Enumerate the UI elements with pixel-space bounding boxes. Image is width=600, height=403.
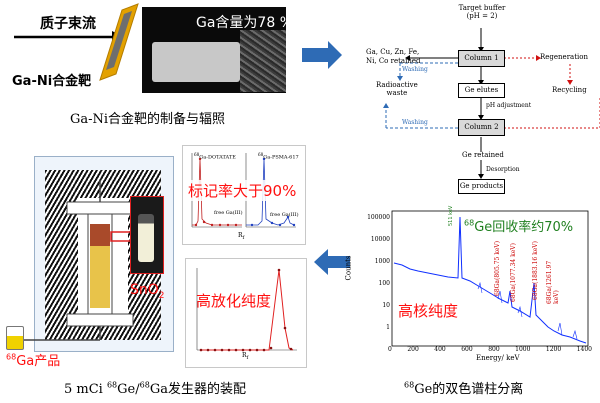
generator-column [13,180,142,341]
sno2-bed [90,224,110,246]
target-alloy-face [106,11,132,70]
purity-chart [196,268,297,352]
spectrum-frame [358,203,594,368]
column-2-box: Column 2 [458,119,505,136]
sno2-vial [138,214,154,262]
resin-bed [90,246,110,308]
spectrum-xlabel: Energy/ keV [476,354,520,362]
purity-title: 高放化纯度 [196,292,272,310]
recycling-label: Recycling [552,86,587,94]
nuclear-purity-text: 高核纯度 [398,302,459,320]
label-free1: free Ga(III) [214,210,243,216]
generator-caption: 5 mCi 68Ge/68Ga发生器的装配 [64,380,246,397]
target-label: Ga-Ni合金靶 [12,74,92,89]
radioactive-waste-label: Radioactive waste [376,81,418,97]
ge-retained-label: Ge retained [462,151,504,159]
peak-a-label: 68Ga(805.75 keV) [494,240,501,296]
recovery-rate-text: 68Ge回收率约70% [464,218,574,235]
arrow-to-generator [314,249,350,275]
washing-1-label: Washing [402,66,428,73]
washing-2-label: Washing [402,119,428,126]
ge-elutes-box: Ge elutes [458,83,505,98]
peak-d-label: 68Ga(1261.97 keV) [546,260,560,304]
ge-products-box: Ge products [458,179,505,194]
ph-adjust-label: pH adjustment [486,102,532,109]
flowchart-lines [383,28,600,179]
spectrum-chart [391,210,589,347]
sem-image [240,30,286,92]
spectrum-caption: 68Ge的双色谱柱分离 [404,380,524,397]
product-vial [6,326,24,350]
peak-b-label: 68Ga(1077.34 keV) [510,243,517,302]
label-peak2: 68Ga-PSMA-617 [258,152,299,161]
purity-xlabel: Rf [242,352,249,362]
retained-metals-label: Ga, Cu, Zn, Fe, Ni, Co retained [366,48,421,65]
spectrum-ylabel: Counts [344,255,353,281]
peak-c-label: 68Ga(1883.16 keV) [532,241,539,300]
spectrum-yticks: 100000 10000 1000 100 10 1 [367,214,390,331]
label-free2: free Ga(III) [270,212,299,218]
label-peak1: 68Ga-DOTATATE [194,152,236,161]
target-buffer-label: Target buffer (pH = 2) [458,4,506,20]
column-1-box: Column 1 [458,50,505,67]
ga-product-label: 68Ga产品 [6,352,61,369]
desorption-label: Desorption [486,166,520,173]
target-sketch [14,3,139,81]
labeling-rate-text: 标记率大于90% [188,180,297,201]
target-photo-plate [152,42,240,82]
regeneration-label: Regeneration [540,53,588,61]
ga-content-label: Ga含量为78 %wt [196,15,304,34]
arrow-to-flow [302,41,342,69]
target-caption: Ga-Ni合金靶的制备与辐照 [70,112,226,127]
labeling-xlabel: Rf [238,232,245,242]
peak-annihilation-label: 511 keV [448,205,454,226]
proton-beam-label: 质子束流 [40,16,96,32]
spectrum-xticks: 0 200 400 600 800 1000 1200 1400 [388,346,592,353]
sno2-label: SnO2 [130,282,165,301]
